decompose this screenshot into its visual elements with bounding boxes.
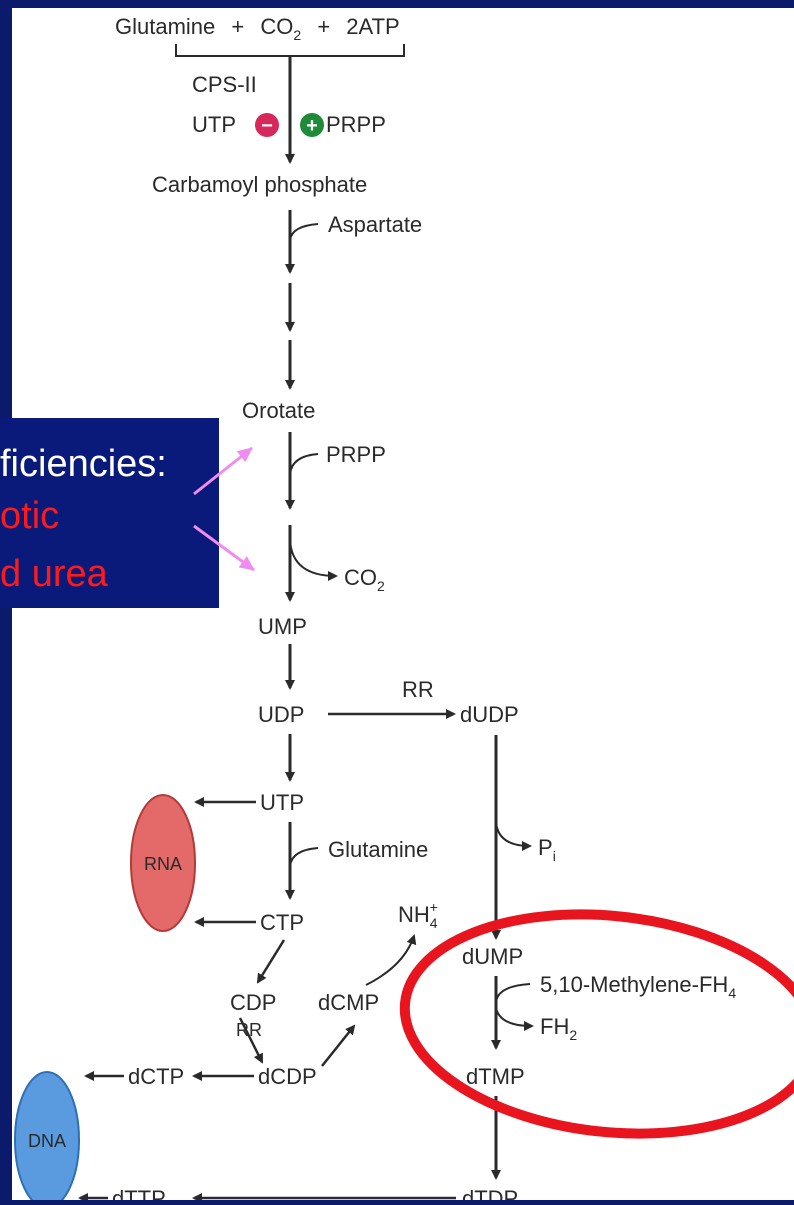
arrow-dcdp-dcmp [321,1024,356,1067]
inhibit-icon [255,113,279,137]
activate-icon [300,113,324,137]
dcdp: dCDP [258,1064,317,1089]
dudp: dUDP [460,702,519,727]
methylene-join [495,983,531,1003]
methylene-fh4: 5,10-Methylene-FH4 [540,972,736,1001]
arrow-cdp-dcdp [238,1017,264,1064]
dump: dUMP [462,944,523,969]
co2-release-arrow [289,539,338,581]
carbamoyl-phosphate: Carbamoyl phosphate [152,172,367,197]
callout-arrow-orotate [193,446,253,496]
fh2-product: FH2 [540,1014,577,1043]
udp: UDP [258,702,304,727]
callout-box [0,418,219,608]
callout-arrow-ump [193,524,255,572]
ctp: CTP [260,910,304,935]
nh4-product: NH4+ [398,899,438,931]
dna-ellipse [14,1071,80,1205]
dttp: dTTP [112,1186,166,1200]
activator-prpp: PRPP [326,112,386,137]
enzyme-rr-1: RR [402,677,434,702]
dtmp: dTMP [466,1064,525,1089]
enzyme-cps-ii: CPS-II [192,72,257,97]
prpp-join [289,453,319,475]
frame-left-top [0,0,12,418]
highlight-ring [399,909,794,1139]
glutamine-cosubstrate: Glutamine [328,837,428,862]
aspartate: Aspartate [328,212,422,237]
pi-product: Pi [538,835,556,864]
callout-line-3: d urea [0,553,109,595]
arrow-ctp-cdp [256,939,286,984]
activate-sign: + [306,115,318,137]
orotate: Orotate [242,398,315,423]
prpp-cosubstrate: PRPP [326,442,386,467]
cdp: CDP [230,990,276,1015]
glutamine-join [289,847,319,867]
pi-release-arrow [495,821,532,851]
co2-product: CO2 [344,565,385,594]
dna-label: DNA [28,1131,66,1151]
inhibit-sign: − [261,115,273,137]
callout-line-2: otic [0,495,59,537]
fh2-release-arrow [495,1007,534,1031]
nh4-release-arrow [365,934,417,986]
reactants-line: Glutamine + CO2 + 2ATP [115,14,400,45]
utp: UTP [260,790,304,815]
rna-label: RNA [144,854,182,874]
ump: UMP [258,614,307,639]
dctp: dCTP [128,1064,184,1089]
callout-line-1: ficiencies: [0,443,167,485]
rna-ellipse [130,794,196,932]
inhibitor-utp: UTP [192,112,236,137]
frame-top [0,0,794,8]
frame-left-bottom [0,608,12,1200]
aspartate-join [289,223,319,241]
dtdp: dTDP [462,1186,518,1200]
dcmp: dCMP [318,990,379,1015]
